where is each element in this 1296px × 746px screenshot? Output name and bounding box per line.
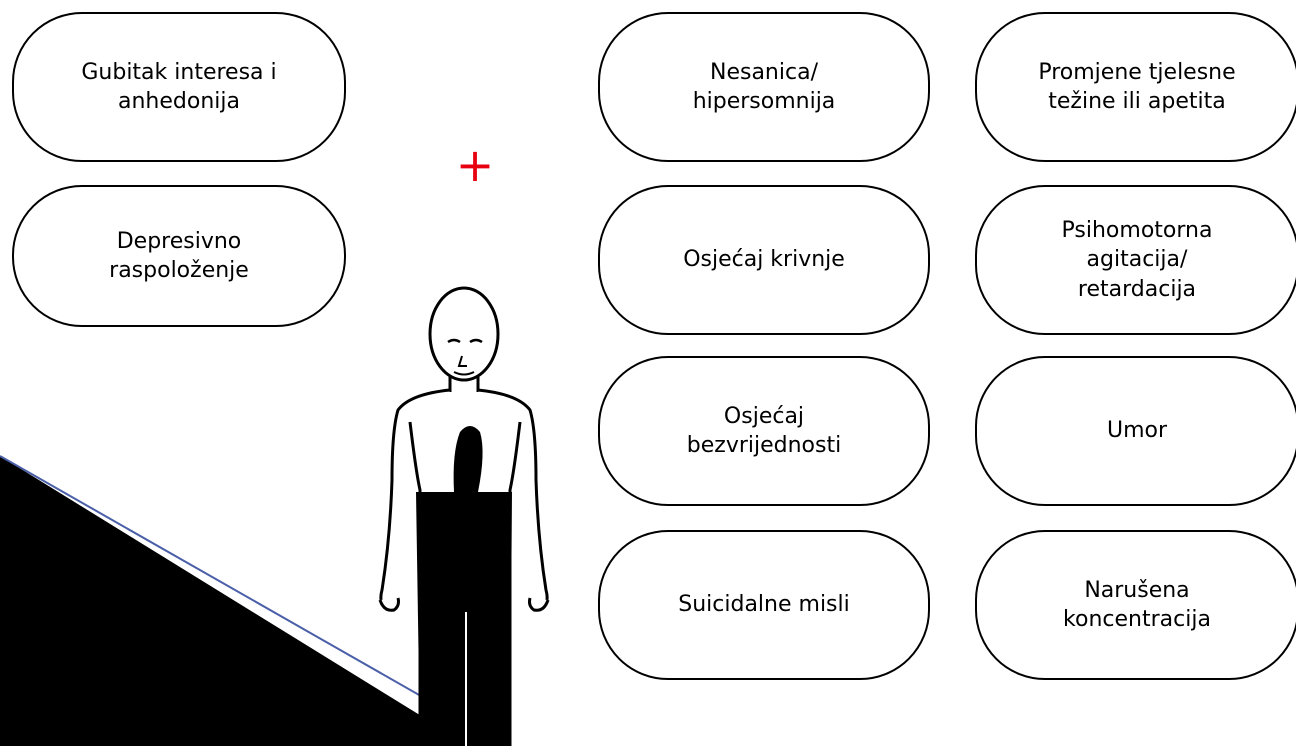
core-symptom-label: Gubitak interesa i anhedonija xyxy=(81,59,277,114)
symptom-label: Umor xyxy=(1106,418,1168,444)
plus-connector: + xyxy=(455,138,495,192)
symptom-label: Psihomotorna agitacija/ retardacija xyxy=(1061,218,1213,302)
core-symptom-pill: Depresivno raspoloženje xyxy=(12,185,346,327)
symptom-label: Osjećaj krivnje xyxy=(683,247,845,273)
symptom-pill: Osjećaj krivnje xyxy=(598,185,930,335)
symptom-pill: Narušena koncentracija xyxy=(975,530,1296,680)
symptom-label: Osjećaj bezvrijednosti xyxy=(686,403,842,458)
symptom-pill: Osjećaj bezvrijednosti xyxy=(598,356,930,506)
symptom-pill: Suicidalne misli xyxy=(598,530,930,680)
symptom-pill: Psihomotorna agitacija/ retardacija xyxy=(975,185,1296,335)
symptom-pill: Umor xyxy=(975,356,1296,506)
human-figure-icon xyxy=(378,286,550,746)
core-symptom-pill: Gubitak interesa i anhedonija xyxy=(12,12,346,162)
symptom-label: Narušena koncentracija xyxy=(1063,577,1211,632)
symptom-pill: Nesanica/ hipersomnija xyxy=(598,12,930,162)
symptom-pill: Promjene tjelesne težine ili apetita xyxy=(975,12,1296,162)
symptom-label: Promjene tjelesne težine ili apetita xyxy=(1038,59,1236,114)
symptom-label: Nesanica/ hipersomnija xyxy=(692,59,836,114)
core-symptom-label: Depresivno raspoloženje xyxy=(109,228,249,283)
symptom-label: Suicidalne misli xyxy=(678,592,850,618)
